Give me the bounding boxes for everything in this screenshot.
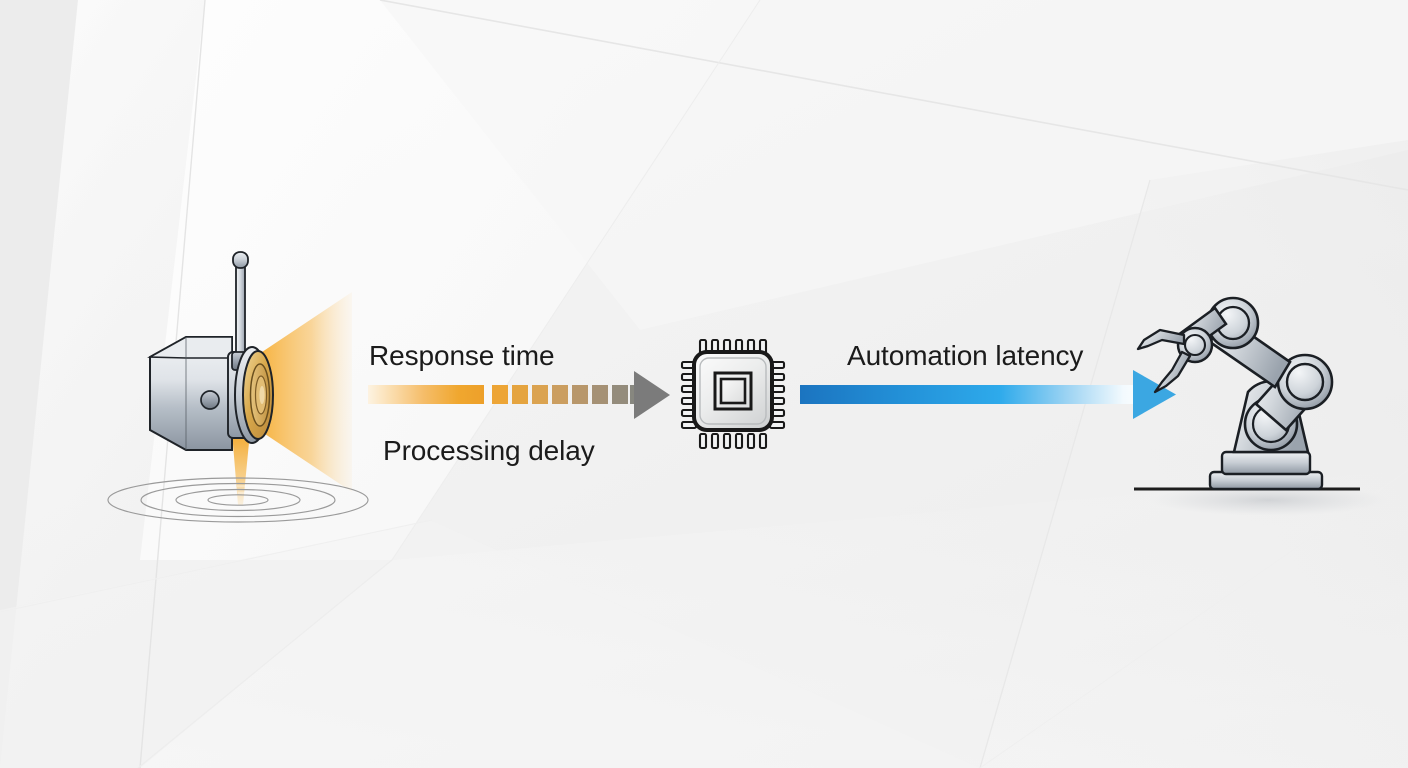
sensor-ground-rings xyxy=(107,477,369,523)
sensor-hex-top-face xyxy=(147,336,233,359)
robot-gripper-finger-lower xyxy=(1153,350,1192,394)
blue-bar xyxy=(800,385,1144,404)
robot-base-middle xyxy=(1220,450,1312,476)
label-processing-delay: Processing delay xyxy=(383,435,595,466)
orange-solid-bar xyxy=(368,385,484,404)
microchip-processor-icon xyxy=(680,338,786,450)
sensor-down-beam xyxy=(232,432,250,505)
response-time-connector xyxy=(368,371,670,419)
chip-core-outer xyxy=(713,371,753,411)
label-response-time: Response time xyxy=(369,340,555,371)
robot-gripper-joint-inner xyxy=(1183,333,1207,357)
sensor-lens-core xyxy=(259,386,265,404)
robot-gripper-finger-upper xyxy=(1136,328,1186,351)
sensor-fan-beam xyxy=(262,292,352,492)
blue-arrowhead xyxy=(1133,370,1176,419)
proximity-sensor-illustration xyxy=(78,251,369,523)
robotic-arm-illustration xyxy=(1134,296,1388,516)
orange-arrowhead xyxy=(634,371,670,419)
sensor-indicator-dot xyxy=(200,390,220,410)
chip-core-inner xyxy=(719,377,747,405)
automation-latency-connector xyxy=(800,370,1176,419)
label-automation-latency: Automation latency xyxy=(847,340,1084,371)
chip-body-inner-edge xyxy=(699,357,767,425)
chip-pins-bottom xyxy=(698,432,768,450)
robot-joint-elbow-inner xyxy=(1285,362,1325,402)
orange-dash-segments xyxy=(492,385,644,404)
robot-shadow xyxy=(1148,484,1388,516)
